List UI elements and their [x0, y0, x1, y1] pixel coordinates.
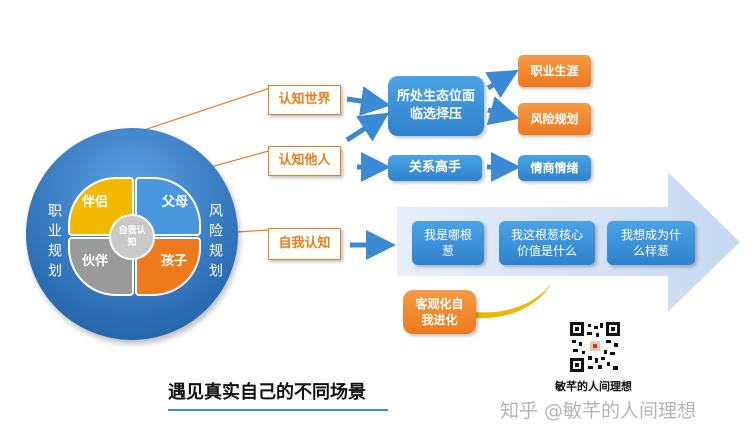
quadrant-parents-label: 父母 — [161, 195, 188, 210]
box-eq-label: 情商情绪 — [530, 160, 579, 175]
quadrant-partner-label: 伴侣 — [81, 195, 108, 210]
box-know-others: 认知他人 — [268, 146, 341, 176]
qr-code-icon — [570, 322, 620, 372]
circle-left-label: 职业规划 — [46, 203, 62, 283]
box-career: 职业生涯 — [518, 55, 591, 87]
box-relation-master-label: 关系高手 — [408, 160, 461, 176]
arrow-eco-risk — [486, 96, 520, 126]
box-career-label: 职业生涯 — [530, 63, 579, 78]
box-know-self-label: 自我认知 — [278, 236, 331, 252]
arrow-item-become-label: 我想成为什么样葱 — [620, 227, 681, 258]
arrow-item-who: 我是哪根葱 — [412, 221, 484, 265]
arrow-item-who-label: 我是哪根葱 — [424, 227, 473, 258]
box-relation-master: 关系高手 — [388, 155, 482, 181]
box-evolution-label: 客观化自我进化 — [415, 296, 464, 327]
box-eq: 情商情绪 — [518, 155, 591, 181]
circle-center-label: 自我认知 — [118, 225, 146, 248]
box-ecology: 所处生态位面临选择压 — [388, 76, 484, 136]
arrow-item-become: 我想成为什么样葱 — [607, 221, 695, 265]
page-title: 遇见真实自己的不同场景 — [168, 382, 366, 403]
brand-name: 敏芊的人间理想 — [555, 380, 632, 393]
box-ecology-label: 所处生态位面临选择压 — [396, 89, 475, 122]
arrow-others-eco — [345, 112, 390, 143]
box-know-others-label: 认知他人 — [278, 153, 331, 169]
quadrant-companion-label: 伙伴 — [81, 254, 108, 269]
arrow-world-eco — [346, 86, 391, 116]
swoosh — [476, 282, 552, 319]
box-risk-plan-label: 风险规划 — [530, 111, 579, 126]
quadrant-child-label: 孩子 — [160, 254, 187, 269]
box-know-world-label: 认知世界 — [278, 92, 331, 108]
watermark: 知乎 @敏芊的人间理想 — [500, 400, 697, 422]
circle-center: 自我认知 — [109, 214, 155, 260]
box-risk-plan: 风险规划 — [518, 103, 591, 135]
circle-right-label: 风险规划 — [207, 203, 223, 283]
box-know-world: 认知世界 — [268, 85, 341, 115]
box-evolution: 客观化自我进化 — [403, 290, 476, 334]
box-know-self: 自我认知 — [268, 228, 341, 260]
arrow-item-value-label: 我这根葱核心价值是什么 — [510, 227, 583, 258]
arrow-item-value: 我这根葱核心价值是什么 — [499, 221, 595, 265]
arrow-eco-career — [485, 69, 519, 99]
